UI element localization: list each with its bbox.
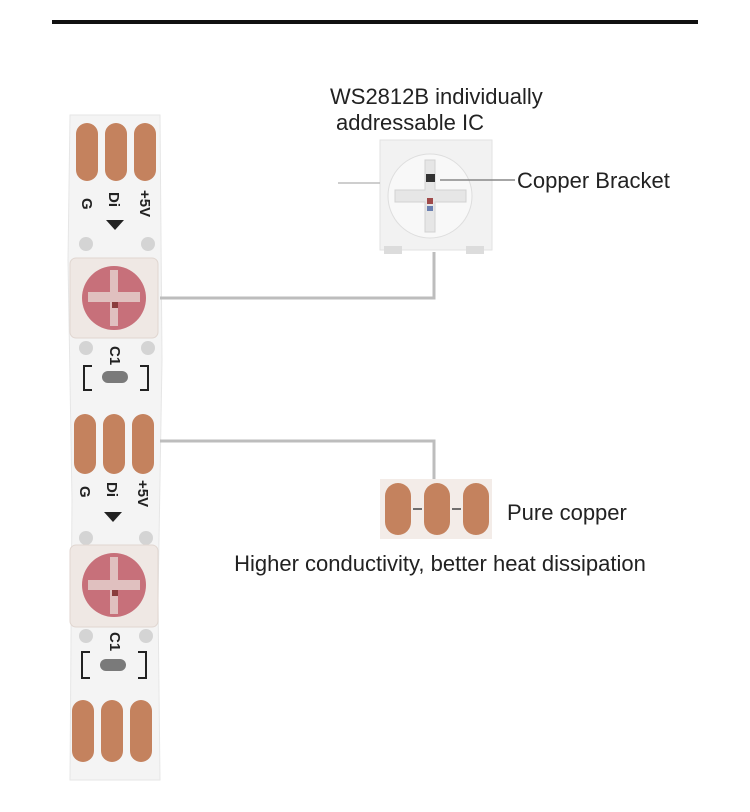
copper-pads-1: [76, 123, 156, 181]
copper-pads-2: [74, 414, 154, 474]
pad-markings-2: G Di +5V: [76, 480, 151, 522]
copper-pad: [76, 123, 98, 181]
led-chip-2: [69, 544, 159, 628]
ic-die: [426, 174, 435, 182]
ic-title: WS2812B individually: [330, 84, 543, 109]
solder-point: [141, 237, 155, 251]
top-divider: [52, 20, 698, 24]
copper-pad: [130, 700, 152, 762]
ic-pin: [466, 246, 484, 254]
copper-pad: [105, 123, 127, 181]
copper-pad: [463, 483, 489, 535]
copper-pad: [134, 123, 156, 181]
conductivity-caption: Higher conductivity, better heat dissipa…: [234, 551, 646, 576]
capacitor-component: [100, 659, 126, 671]
marking-data-in: Di: [105, 192, 122, 207]
ic-subtitle: addressable IC: [336, 110, 484, 135]
capacitor-1: [83, 365, 149, 391]
leader-lines: [160, 179, 515, 479]
marking-ground: G: [76, 486, 93, 498]
led-die: [112, 590, 118, 596]
marking-power: +5V: [136, 190, 153, 217]
marking-power: +5V: [134, 480, 151, 507]
led-bracket: [88, 270, 140, 326]
solder-point: [79, 629, 93, 643]
solder-point: [79, 531, 93, 545]
copper-bracket-label: Copper Bracket: [517, 168, 670, 193]
pure-copper-label: Pure copper: [507, 500, 627, 525]
marking-ground: G: [78, 198, 95, 210]
pad-markings-1: G Di +5V: [78, 190, 153, 230]
capacitor-component: [102, 371, 128, 383]
copper-pads-3: [72, 700, 152, 762]
copper-pad: [385, 483, 411, 535]
copper-pad: [132, 414, 154, 474]
marking-data-in: Di: [103, 482, 120, 497]
copper-leader-line: [160, 439, 436, 479]
solder-point: [139, 531, 153, 545]
ic-pin: [384, 246, 402, 254]
copper-pad: [103, 414, 125, 474]
solder-point: [79, 237, 93, 251]
marking-capacitor: C1: [106, 346, 123, 365]
marking-capacitor: C1: [106, 632, 123, 651]
solder-point: [141, 341, 155, 355]
led-strip: G Di +5V C1 G Di: [67, 114, 163, 781]
led-bracket: [88, 557, 140, 614]
copper-bracket: [394, 159, 467, 233]
led-die: [112, 302, 118, 308]
ic-closeup: [379, 139, 493, 254]
copper-pad: [424, 483, 450, 535]
led-chip-1: [69, 257, 159, 339]
direction-arrow: [106, 220, 124, 230]
copper-pad: [72, 700, 94, 762]
copper-pad: [101, 700, 123, 762]
direction-arrow: [104, 512, 122, 522]
capacitor-2: [81, 651, 147, 679]
ic-die-secondary: [427, 198, 433, 204]
solder-point: [139, 629, 153, 643]
ic-die-tertiary: [427, 206, 433, 211]
copper-pad: [74, 414, 96, 474]
solder-point: [79, 341, 93, 355]
copper-closeup: [380, 479, 492, 539]
ic-leader-line: [160, 252, 436, 300]
